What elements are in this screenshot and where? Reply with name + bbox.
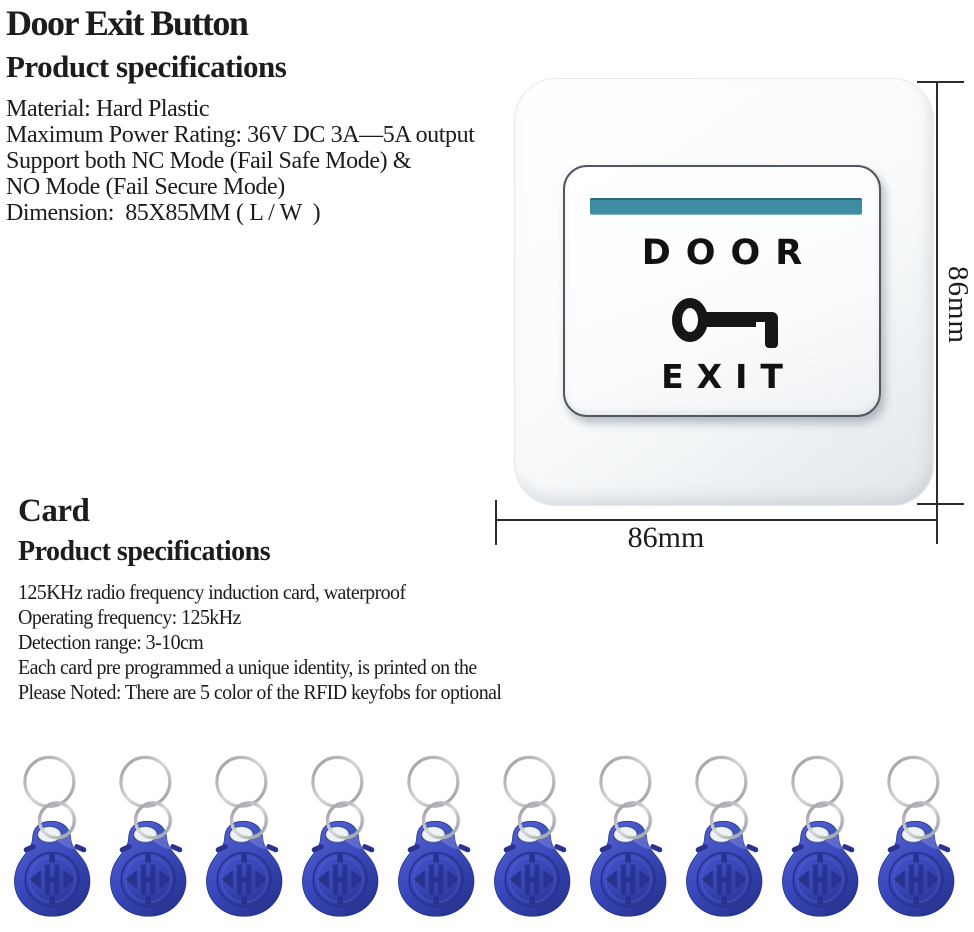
spec-line-material: Material: Hard Plastic <box>6 96 210 122</box>
rfid-keyfob-icon <box>494 755 571 917</box>
width-dimension-line <box>496 519 938 521</box>
rfid-keyfob-icon <box>398 755 475 917</box>
exit-button-section: Door Exit Button Product specifications … <box>6 2 475 226</box>
indicator-stripe <box>590 198 862 215</box>
spec-line-note: Please Noted: There are 5 color of the R… <box>18 680 502 704</box>
keyfob-row <box>8 744 966 926</box>
key-icon <box>672 298 778 348</box>
card-section: Card Product specifications 125KHz radio… <box>18 492 527 705</box>
rfid-keyfob-icon <box>878 755 955 917</box>
width-dim-tick-left <box>495 500 497 545</box>
exit-button-spec-list: Material: Hard Plastic Maximum Power Rat… <box>6 96 475 226</box>
height-dim-tick-top <box>917 81 964 83</box>
height-dim-tick-bottom <box>917 503 964 505</box>
card-title: Card <box>18 493 90 529</box>
height-dimension-label: 86mm <box>942 266 974 345</box>
spec-line-frequency: Operating frequency: 125kHz <box>18 605 241 629</box>
spec-line-card-type: 125KHz radio frequency induction card, w… <box>18 580 406 604</box>
width-dimension-label: 86mm <box>627 521 705 554</box>
exit-button-title: Door Exit Button <box>6 3 249 43</box>
spec-line-identity: Each card pre programmed a unique identi… <box>18 655 477 679</box>
spec-line-mode-2: NO Mode (Fail Secure Mode) <box>6 174 285 200</box>
spec-line-mode-1: Support both NC Mode (Fail Safe Mode) & <box>6 148 412 174</box>
height-dimension-line <box>936 82 938 544</box>
rfid-keyfob-icon <box>206 755 283 917</box>
rfid-keyfob-icon <box>686 755 763 917</box>
exit-button-photo: DOOR EXIT <box>514 78 934 506</box>
rfid-keyfob-icon <box>110 755 187 917</box>
rfid-keyfob-icon <box>302 755 379 917</box>
spec-line-dimension: Dimension: 85X85MM ( L / W ) <box>6 200 321 226</box>
exit-button-face: DOOR EXIT <box>563 165 881 417</box>
spec-line-range: Detection range: 3-10cm <box>18 630 204 654</box>
exit-button-subtitle: Product specifications <box>6 49 287 84</box>
card-spec-list: 125KHz radio frequency induction card, w… <box>18 580 502 705</box>
door-label: DOOR <box>641 233 818 273</box>
spec-line-power: Maximum Power Rating: 36V DC 3A—5A outpu… <box>6 122 475 148</box>
card-subtitle: Product specifications <box>18 536 271 567</box>
rfid-keyfob-icon <box>14 755 91 917</box>
rfid-keyfob-icon <box>590 755 667 917</box>
rfid-keyfob-icon <box>782 755 859 917</box>
exit-label: EXIT <box>661 357 796 396</box>
